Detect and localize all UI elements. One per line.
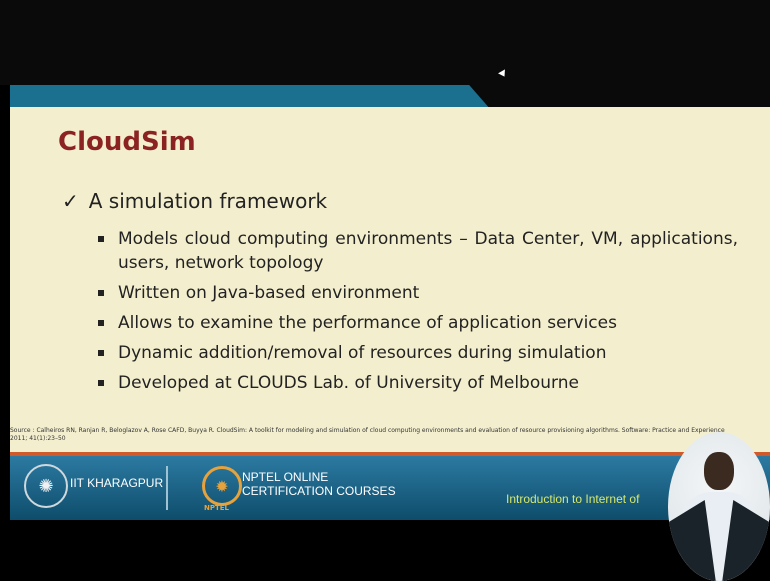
bullet-item: Allows to examine the performance of app…: [98, 311, 738, 335]
course-title: Introduction to Internet of: [506, 492, 640, 506]
nptel-small-label: NPTEL: [204, 504, 230, 512]
bullet-text: Written on Java-based environment: [118, 283, 420, 303]
bullet-text: Dynamic addition/removal of resources du…: [118, 343, 607, 363]
footer-divider: [166, 466, 168, 510]
presenter-video: [668, 432, 770, 581]
bullet-item: Models cloud computing environments – Da…: [98, 227, 738, 275]
video-top-bar: [0, 0, 770, 85]
bullet-item: Written on Java-based environment: [98, 281, 738, 305]
bullet-square-icon: [98, 380, 104, 386]
main-point-text: A simulation framework: [88, 189, 328, 213]
nptel-line2: CERTIFICATION COURSES: [242, 484, 396, 498]
bullet-text: Models cloud computing environments – Da…: [118, 229, 738, 273]
main-point: ✓ A simulation framework: [62, 189, 327, 213]
nptel-logo-icon: ✹: [202, 466, 242, 506]
slide-content: CloudSim ✓ A simulation framework Models…: [10, 107, 770, 452]
institution-name: IIT KHARAGPUR: [70, 476, 164, 490]
bullet-item: Dynamic addition/removal of resources du…: [98, 341, 738, 365]
presenter-head: [704, 452, 734, 490]
header-band: [10, 85, 770, 107]
footer-bar: ✺ IIT KHARAGPUR ✹ NPTEL NPTEL ONLINE CER…: [10, 452, 770, 520]
bullet-item: Developed at CLOUDS Lab. of University o…: [98, 371, 738, 395]
bullet-square-icon: [98, 290, 104, 296]
nptel-line1: NPTEL ONLINE: [242, 470, 329, 484]
bullet-text: Allows to examine the performance of app…: [118, 313, 617, 333]
bullet-square-icon: [98, 236, 104, 242]
source-citation: Source : Calheiros RN, Ranjan R, Belogla…: [10, 427, 725, 442]
bullet-text: Developed at CLOUDS Lab. of University o…: [118, 373, 579, 393]
slide-title: CloudSim: [58, 127, 196, 157]
iit-logo-icon: ✺: [24, 464, 68, 508]
bullet-list: Models cloud computing environments – Da…: [98, 227, 738, 401]
bullet-square-icon: [98, 320, 104, 326]
check-icon: ✓: [62, 189, 79, 213]
header-band-cut: [469, 85, 770, 107]
bullet-square-icon: [98, 350, 104, 356]
